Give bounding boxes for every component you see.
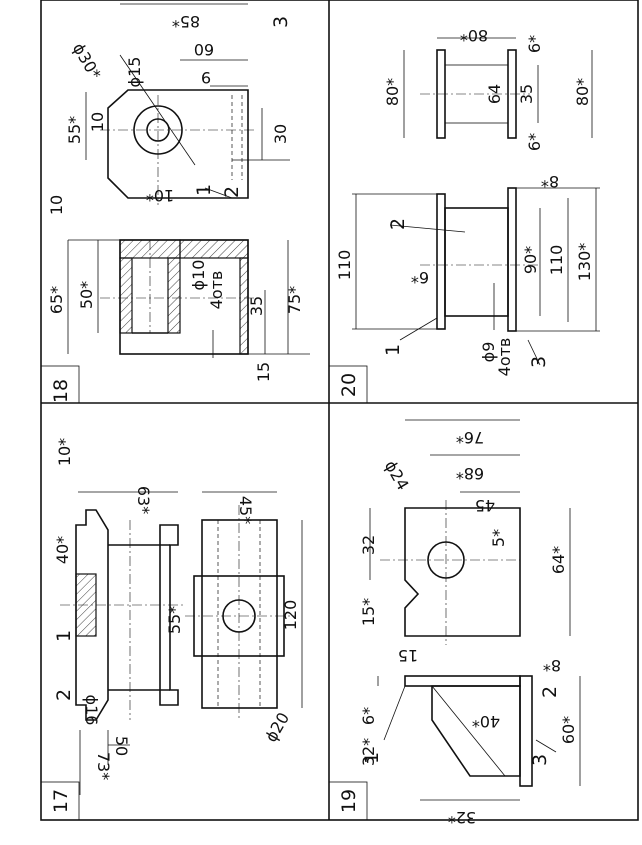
p20-dim-6b: 6* <box>525 133 544 151</box>
panel-18-drawing: 65* 50* 10 ϕ10 4отв 35 75* 15 55* 10 ϕ30… <box>47 3 310 382</box>
p19-dim-32: 32 <box>359 535 378 555</box>
p20-dim-8: 8* <box>541 172 559 191</box>
panel-number-17: 17 <box>50 789 72 813</box>
p17-dim-40: 40* <box>53 536 72 564</box>
p19-front-base <box>519 675 533 787</box>
p20-base <box>507 187 517 332</box>
p17-dim-45: 45* <box>236 496 255 524</box>
p18-dim-75: 75* <box>285 286 304 314</box>
p18-callout-2: 2 <box>221 186 243 198</box>
p20-dim-110b: 110 <box>547 245 566 276</box>
p20-dim-4holes: 4отв <box>495 338 514 377</box>
p18-dim-9: 9 <box>201 68 211 87</box>
p20-dim-80left: 80* <box>383 78 402 106</box>
p19-dim-64: 64* <box>549 546 568 574</box>
p19-dim-phi24: ϕ24 <box>381 457 413 493</box>
p17-dim-phi16: ϕ16 <box>82 695 101 726</box>
p20-dim-80right: 80* <box>573 78 592 106</box>
p18-dim-phi30: ϕ30* <box>69 40 105 83</box>
p19-dim-6: 6* <box>359 707 378 725</box>
p19-dim-68: 68* <box>456 464 484 483</box>
p18-dim-10a: 10 <box>47 195 66 215</box>
p19-front-rib <box>431 685 521 777</box>
p17-dim-55: 55* <box>165 606 184 634</box>
panel-number-box-20: 20 <box>328 365 368 404</box>
p17-dim-phi20: ϕ20 <box>261 709 293 745</box>
p18-dim-10star: 10* <box>146 186 174 205</box>
panel-number-box-19: 19 <box>328 781 368 821</box>
panel-number-19: 19 <box>338 789 360 813</box>
p18-dim-phi10: ϕ10 <box>189 260 208 291</box>
p18-dim-10b: 10 <box>88 112 107 132</box>
p18-dim-phi15: ϕ15 <box>125 57 144 88</box>
p18-dim-60: 60 <box>194 40 214 59</box>
p18-dim-85: 85* <box>172 12 200 31</box>
p18-dim-30: 30 <box>271 124 290 144</box>
panel-20-drawing: 110 6* 90* 110 130* 8* ϕ9 4отв 1 2 3 80*… <box>335 26 600 376</box>
p20-callout-3: 3 <box>528 356 550 368</box>
p18-callout-3: 3 <box>270 16 292 28</box>
p20-dim-110a: 110 <box>335 250 354 281</box>
p20-dim-6: 6* <box>411 268 429 287</box>
p17-dim-50: 50 <box>112 736 131 756</box>
panel-number-18: 18 <box>50 379 72 403</box>
p20-dim-130: 130* <box>575 243 594 282</box>
p19-dim-32-side: 32* <box>359 738 378 766</box>
panel-number-box-18: 18 <box>40 365 80 404</box>
p17-dim-10: 10* <box>55 438 74 466</box>
p19-dim-5: 5* <box>489 529 508 547</box>
p20-dim-phi9: ϕ9 <box>479 342 498 363</box>
p18-callout-1: 1 <box>193 184 215 196</box>
panel-number-box-17: 17 <box>40 781 80 821</box>
panel-17-drawing: 73* 50 ϕ16 40* 63* 10* 1 2 55* 120 45* ϕ… <box>53 438 303 795</box>
p17-dim-73: 73* <box>94 752 113 780</box>
p20-web <box>444 207 509 317</box>
p20-callout-2: 2 <box>387 218 409 230</box>
p18-dim-50: 50* <box>77 281 96 309</box>
p19-dim-15star: 15* <box>359 598 378 626</box>
p18-dim-4holes: 4отв <box>207 271 226 310</box>
p20-dim-35: 35 <box>517 84 536 104</box>
p18-dim-65: 65* <box>47 286 66 314</box>
p19-dim-76: 76* <box>456 428 484 447</box>
p19-dim-15: 15 <box>398 646 418 665</box>
p19-callout-1: 1 <box>361 752 383 764</box>
p17-plan-outer <box>201 519 278 709</box>
p19-front-plate <box>404 675 521 687</box>
p19-callout-3: 3 <box>529 754 551 766</box>
p17-dim-120: 120 <box>281 600 300 631</box>
p20-dim-90: 90* <box>521 246 540 274</box>
p17-callout-1: 1 <box>53 630 75 642</box>
p19-dim-60: 60* <box>559 716 578 744</box>
p19-plan-plate <box>404 507 521 637</box>
p19-dim-8: 8* <box>543 656 561 675</box>
p19-dim-40: 40* <box>472 712 500 731</box>
p17-dim-63: 63* <box>134 486 153 514</box>
p20-plate-front <box>436 193 446 330</box>
panel-18-plan-plate <box>107 89 249 199</box>
p20-dim-64: 64 <box>485 84 504 104</box>
p18-dim-35: 35 <box>247 296 266 316</box>
panel-19-drawing: 76* 68* 45 ϕ24 32 5* 64* 15* 15 6* 32* 3… <box>359 419 581 827</box>
panel-number-20: 20 <box>338 373 360 397</box>
p18-dim-15: 15 <box>254 362 273 382</box>
p19-callout-2: 2 <box>539 686 561 698</box>
p20-callout-1: 1 <box>382 344 404 356</box>
p17-callout-2: 2 <box>53 689 75 701</box>
p19-dim-32-bottom: 32* <box>448 808 476 827</box>
p18-dim-55: 55* <box>65 116 84 144</box>
p20-dim-6a: 6* <box>525 35 544 53</box>
p19-dim-45: 45 <box>475 496 495 515</box>
p20-dim-80top: 80* <box>460 26 488 45</box>
